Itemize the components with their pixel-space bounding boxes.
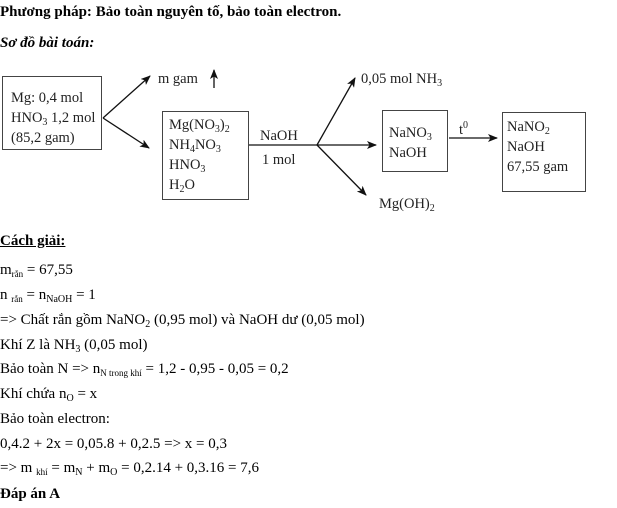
method-label: Phương pháp: — [0, 4, 92, 20]
reaction-diagram: Mg: 0,4 mol HNO3 1,2 mol (85,2 gam) m ga… — [0, 60, 617, 220]
solution-title: Cách giải: — [0, 233, 66, 249]
method-line: Phương pháp: Bảo toàn nguyên tố, bảo toà… — [0, 3, 341, 21]
solution-box: Mg(NO3)2 NH4NO3 HNO3 H2O — [162, 111, 249, 200]
filtrate-naoh: NaOH — [389, 145, 427, 161]
solution-line-1: mrắn = 67,55 — [0, 262, 73, 279]
arrow-to-nh3 — [316, 77, 356, 146]
start-box: Mg: 0,4 mol HNO3 1,2 mol (85,2 gam) — [2, 76, 102, 150]
reagent-amount: 1 mol — [262, 152, 296, 168]
nh3-label: 0,05 mol NH3 — [361, 71, 443, 89]
answer: Đáp án A — [0, 486, 61, 502]
filtrate-box: NaNO3 NaOH — [382, 110, 448, 172]
solution-nh4no3: NH4NO3 — [169, 137, 221, 155]
solution-mgno32: Mg(NO3)2 — [169, 117, 230, 135]
solution-line-8: 0,4.2 + 2x = 0,05.8 + 0,2.5 => x = 0,3 — [0, 436, 228, 452]
solution-line-4: Khí Z là NH3 (0,05 mol) — [0, 337, 148, 355]
method-text: Bảo toàn nguyên tố, bảo toàn electron. — [91, 4, 342, 20]
product-box: NaNO2 NaOH 67,55 gam — [502, 112, 586, 192]
start-hno3: HNO3 1,2 mol — [11, 110, 96, 128]
reagent-label: NaOH — [260, 128, 298, 144]
arrow-to-solution — [102, 117, 150, 149]
product-nano2: NaNO2 — [507, 119, 550, 137]
heat-label: t0 — [459, 120, 469, 139]
start-mass: (85,2 gam) — [11, 130, 75, 146]
solution-line-6: Khí chứa nO = x — [0, 386, 98, 404]
product-naoh: NaOH — [507, 139, 545, 155]
product-mass: 67,55 gam — [507, 159, 569, 175]
solution-line-7: Bảo toàn electron: — [0, 411, 110, 427]
arrow-to-gas — [102, 75, 151, 119]
solution-hno3: HNO3 — [169, 157, 206, 175]
solution-line-2: n rắn = nNaOH = 1 — [0, 287, 96, 305]
diagram-title: Sơ đồ bài toán: — [0, 35, 95, 51]
solution-line-9: => m khí = mN + mO = 0,2.14 + 0,3.16 = 7… — [0, 460, 259, 478]
solution-line-3: => Chất rắn gồm NaNO2 (0,95 mol) và NaOH… — [0, 312, 365, 330]
solution-line-5: Bảo toàn N => nN trong khí = 1,2 - 0,95 … — [0, 361, 289, 378]
arrow-to-precipitate — [316, 144, 367, 196]
start-mg: Mg: 0,4 mol — [11, 90, 84, 106]
precipitate-label: Mg(OH)2 — [379, 196, 435, 214]
solution-h2o: H2O — [169, 177, 195, 195]
gas-mass-label: m gam — [158, 71, 198, 87]
diagram-arrows — [102, 69, 498, 196]
filtrate-nano3: NaNO3 — [389, 125, 432, 143]
